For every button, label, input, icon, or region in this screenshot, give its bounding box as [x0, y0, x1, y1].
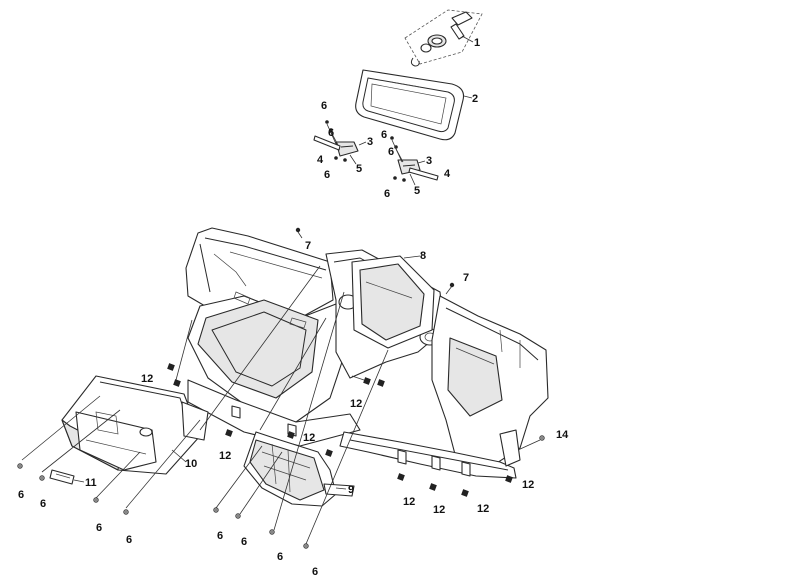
inner-front-panel — [185, 227, 549, 479]
screws — [17, 227, 545, 549]
callout-7: 7 — [305, 240, 311, 252]
right-hinge — [390, 136, 439, 186]
callout-1: 1 — [474, 37, 480, 49]
lock-assembly — [404, 9, 483, 67]
callout-6: 6 — [388, 146, 394, 158]
callout-12: 12 — [433, 504, 445, 516]
small-cover — [49, 469, 85, 485]
callout-9: 9 — [348, 484, 354, 496]
callout-6: 6 — [18, 489, 24, 501]
callout-6: 6 — [381, 129, 387, 141]
callout-10: 10 — [185, 458, 197, 470]
callout-2: 2 — [472, 93, 478, 105]
callout-6: 6 — [384, 188, 390, 200]
glovebox-lid — [355, 69, 473, 141]
callout-4: 4 — [317, 154, 324, 166]
callout-12: 12 — [141, 373, 153, 385]
callout-6: 6 — [324, 169, 330, 181]
callout-12: 12 — [477, 503, 489, 515]
callout-6: 6 — [126, 534, 132, 546]
callout-6: 6 — [217, 530, 223, 542]
callout-12: 12 — [219, 450, 231, 462]
callout-7: 7 — [463, 272, 469, 284]
callout-12: 12 — [522, 479, 534, 491]
callout-6: 6 — [328, 127, 334, 139]
callout-labels: 1 2 3 3 4 4 5 5 6 6 6 6 6 6 6 6 6 6 6 6 … — [18, 37, 569, 578]
callout-6: 6 — [241, 536, 247, 548]
callout-6: 6 — [277, 551, 283, 563]
callout-5: 5 — [414, 185, 420, 197]
left-hinge — [313, 120, 367, 165]
clips — [167, 363, 513, 497]
callout-6: 6 — [321, 100, 327, 112]
callout-12: 12 — [403, 496, 415, 508]
callout-12: 12 — [350, 398, 362, 410]
callout-12: 12 — [303, 432, 315, 444]
callout-3: 3 — [367, 136, 373, 148]
callout-3: 3 — [426, 155, 432, 167]
callout-5: 5 — [356, 163, 362, 175]
assembly-lines — [21, 231, 541, 545]
callout-6: 6 — [40, 498, 46, 510]
callout-6: 6 — [312, 566, 318, 578]
lower-center-box — [243, 431, 355, 507]
callout-8: 8 — [420, 250, 426, 262]
callout-14: 14 — [556, 429, 569, 441]
callout-11: 11 — [85, 477, 97, 489]
callout-6: 6 — [96, 522, 102, 534]
callout-4: 4 — [444, 168, 451, 180]
left-storage-box — [61, 375, 209, 475]
